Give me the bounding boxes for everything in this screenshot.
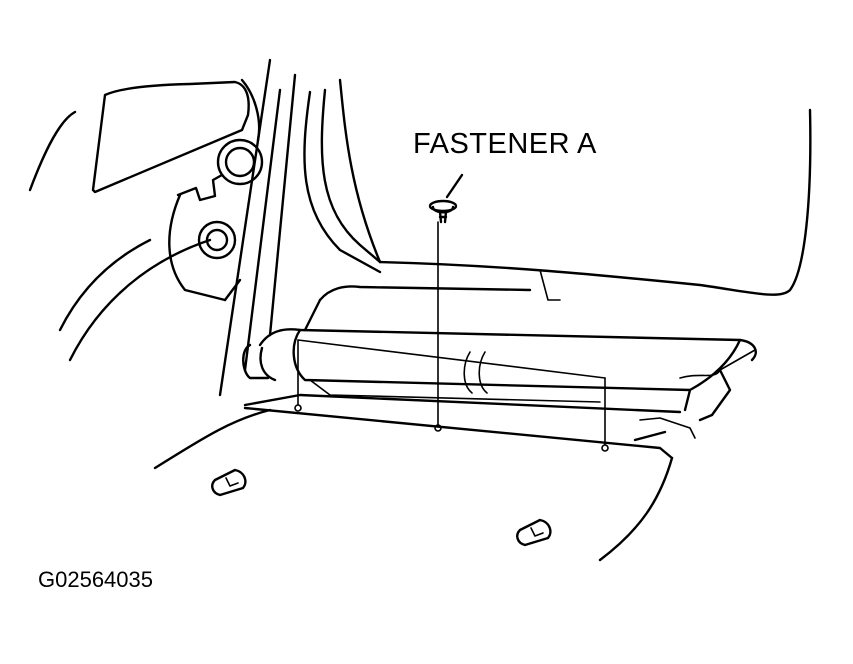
fastener-a-icon: [428, 173, 464, 224]
tonneau-cover-assembly: [242, 285, 757, 439]
tie-down-hook-right: [516, 518, 552, 547]
rear-wall: [378, 108, 812, 301]
cargo-floor: [153, 406, 674, 562]
wheel-housing: [168, 138, 264, 302]
tie-down-hook-left: [211, 468, 247, 497]
fastener-leader-lines: [294, 221, 609, 452]
left-body-panel: [28, 78, 261, 362]
fastener-a-label: FASTENER A: [413, 128, 597, 160]
figure-id-label: G02564035: [38, 567, 153, 592]
pillars: [218, 58, 382, 397]
